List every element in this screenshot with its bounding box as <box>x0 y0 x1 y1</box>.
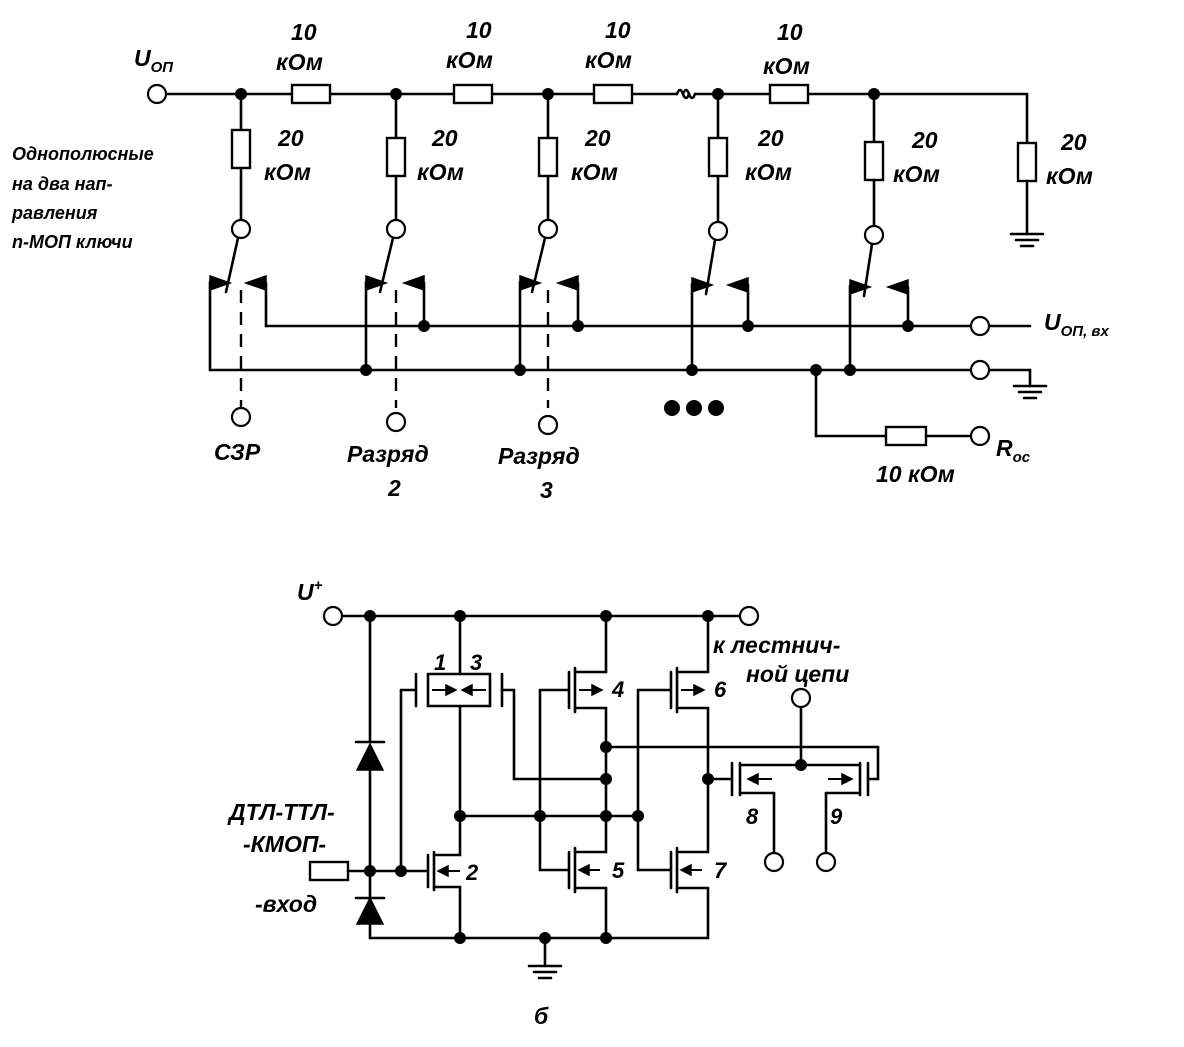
shunt-branch-4 <box>707 92 729 224</box>
switch8-terminal[interactable] <box>763 851 785 873</box>
bit3-terminal[interactable] <box>537 414 559 436</box>
t3-number: 3 <box>470 650 482 675</box>
shunt-r6-unit: кОм <box>1046 163 1093 189</box>
t6-number: 6 <box>714 677 727 702</box>
switch-note-line4: n-МОП ключи <box>12 232 133 252</box>
bit3-label-line1: Разряд <box>498 443 580 469</box>
output-terminal[interactable] <box>969 359 991 381</box>
feedback-resistor-branch <box>814 368 973 447</box>
input-note-line2: -КМОП- <box>243 831 326 857</box>
series-resistor-3 <box>592 83 634 105</box>
terminating-branch <box>1009 141 1045 248</box>
supply-label: U+ <box>297 577 323 605</box>
switch-5 <box>848 224 910 372</box>
output-bus <box>208 368 1048 400</box>
series-r4-unit: кОм <box>763 53 810 79</box>
switch-1 <box>208 218 268 408</box>
output-switches-8-9 <box>706 704 880 855</box>
transistor-1-3 <box>414 614 516 857</box>
t4-number: 4 <box>611 677 624 702</box>
r2r-ladder-circuit: UОП 10 кОм 10 кОм 10 кОм 10 кОм <box>11 17 1109 503</box>
diode-lower <box>355 896 385 925</box>
shunt-r1-unit: кОм <box>264 159 311 185</box>
switch-4 <box>690 220 750 372</box>
figure-caption: б <box>534 1003 549 1029</box>
shunt-r3-value: 20 <box>584 125 611 151</box>
t9-number: 9 <box>830 804 843 829</box>
bit2-label-line1: Разряд <box>347 441 429 467</box>
ladder-note-line2: ной цепи <box>746 661 849 687</box>
switch-3 <box>518 218 580 408</box>
switch-note-line1: Однополюсные <box>12 144 154 164</box>
msb-label: СЗР <box>214 439 261 465</box>
switch-note-line3: равления <box>11 203 98 223</box>
diode-upper <box>355 742 385 771</box>
rfb-label: Rос <box>996 435 1031 466</box>
output-common-terminal[interactable] <box>790 687 812 709</box>
shunt-branch-3 <box>537 92 559 222</box>
switch9-terminal[interactable] <box>815 851 837 873</box>
msb-terminal[interactable] <box>230 406 252 428</box>
series-r2-value: 10 <box>466 17 492 43</box>
shunt-r2-unit: кОм <box>417 159 464 185</box>
series-r1-unit: кОм <box>276 49 323 75</box>
shunt-r5-value: 20 <box>911 127 938 153</box>
t1-number: 1 <box>434 650 446 675</box>
uref-label: UОП <box>134 45 174 76</box>
fb-resistor-value: 10 кОм <box>876 461 955 487</box>
t5-number: 5 <box>612 858 625 883</box>
input-note-line1: ДТЛ-ТТЛ- <box>227 799 335 825</box>
rfb-terminal[interactable] <box>969 425 991 447</box>
series-r3-value: 10 <box>605 17 631 43</box>
bit2-terminal[interactable] <box>385 411 407 433</box>
ladder-terminal[interactable] <box>738 605 760 627</box>
input-note-line3: -вход <box>255 891 317 917</box>
ladder-note-line1: к лестнич- <box>713 632 840 658</box>
transistor-6 <box>669 614 710 854</box>
uref-in-terminal[interactable] <box>969 315 991 337</box>
switch-2 <box>364 218 426 408</box>
shunt-branch-5 <box>863 92 885 228</box>
transistor-7 <box>669 846 710 940</box>
ellipsis-dots <box>664 400 724 416</box>
series-r4-value: 10 <box>777 19 803 45</box>
t8-number: 8 <box>746 804 759 829</box>
shunt-branch-1 <box>230 92 252 222</box>
shunt-r3-unit: кОм <box>571 159 618 185</box>
ground-rail <box>368 936 710 980</box>
series-resistor-1 <box>290 83 332 105</box>
bottom-junction-dots <box>364 610 807 944</box>
shunt-branch-2 <box>385 92 407 222</box>
shunt-r6-value: 20 <box>1060 129 1087 155</box>
uref-terminal[interactable] <box>146 83 168 105</box>
top-junction-dots <box>235 88 914 376</box>
series-r3-unit: кОм <box>585 47 632 73</box>
bit3-label-line2: 3 <box>540 477 553 503</box>
uref-in-label: UОП, вх <box>1044 309 1109 340</box>
shunt-r1-value: 20 <box>277 125 304 151</box>
shunt-r4-unit: кОм <box>745 159 792 185</box>
series-resistor-4 <box>768 83 810 105</box>
switch-driver-circuit: U+ к лестнич- ной цепи ДТЛ-ТТЛ- -КМОП- -… <box>227 577 880 1029</box>
transistor-5 <box>567 846 608 940</box>
bit2-label-line2: 2 <box>387 475 401 501</box>
input-resistor-branch <box>308 860 430 882</box>
transistor-2 <box>426 850 462 940</box>
series-r1-value: 10 <box>291 19 317 45</box>
t7-number: 7 <box>714 858 728 883</box>
shunt-r4-value: 20 <box>757 125 784 151</box>
supply-terminal[interactable] <box>322 605 344 627</box>
shunt-r2-value: 20 <box>431 125 458 151</box>
shunt-r5-unit: кОм <box>893 161 940 187</box>
series-r2-unit: кОм <box>446 47 493 73</box>
switch-note-line2: на два нап- <box>12 174 113 194</box>
input-protection <box>354 614 386 940</box>
series-resistor-2 <box>452 83 494 105</box>
t2-number: 2 <box>465 860 479 885</box>
